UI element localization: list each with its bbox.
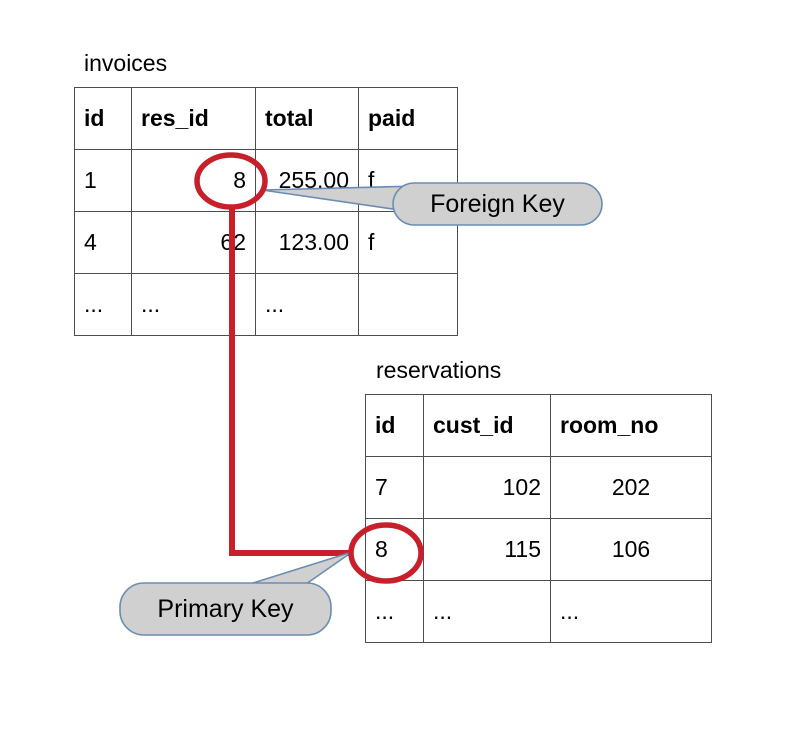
reservations-table: id cust_id room_no 7 102 202 8 115 106 .…: [365, 394, 712, 643]
invoices-col-res-id: res_id: [131, 87, 256, 150]
invoices-table-title: invoices: [84, 50, 168, 76]
table-row: ... ... ...: [74, 273, 458, 336]
reservations-cell-room-no: ...: [550, 580, 712, 643]
reservations-col-id: id: [365, 394, 424, 457]
reservations-cell-room-no: 106: [550, 518, 712, 581]
invoices-cell-total: 255.00: [255, 149, 359, 212]
foreign-key-callout-label: Foreign Key: [430, 189, 565, 218]
reservations-cell-id: ...: [365, 580, 424, 643]
reservations-cell-cust-id: 115: [423, 518, 551, 581]
reservations-col-cust-id: cust_id: [423, 394, 551, 457]
reservations-cell-id: 7: [365, 456, 424, 519]
reservations-col-room-no: room_no: [550, 394, 712, 457]
reservations-cell-room-no: 202: [550, 456, 712, 519]
table-row: ... ... ...: [365, 580, 712, 643]
invoices-col-id: id: [74, 87, 132, 150]
primary-key-callout-label: Primary Key: [157, 594, 294, 623]
invoices-cell-id: 4: [74, 211, 132, 274]
reservations-cell-id: 8: [365, 518, 424, 581]
invoices-cell-total: 123.00: [255, 211, 359, 274]
table-header-row: id cust_id room_no: [365, 394, 712, 457]
reservations-cell-cust-id: ...: [423, 580, 551, 643]
invoices-cell-res-id: 8: [131, 149, 256, 212]
invoices-cell-res-id: 62: [131, 211, 256, 274]
reservations-table-title: reservations: [376, 357, 502, 383]
invoices-cell-id: ...: [74, 273, 132, 336]
invoices-cell-id: 1: [74, 149, 132, 212]
invoices-cell-total: ...: [255, 273, 359, 336]
table-row: 8 115 106: [365, 518, 712, 581]
invoices-col-paid: paid: [358, 87, 458, 150]
table-header-row: id res_id total paid: [74, 87, 458, 150]
invoices-col-total: total: [255, 87, 359, 150]
table-row: 7 102 202: [365, 456, 712, 519]
reservations-cell-cust-id: 102: [423, 456, 551, 519]
invoices-cell-paid: [358, 273, 458, 336]
invoices-cell-res-id: ...: [131, 273, 256, 336]
